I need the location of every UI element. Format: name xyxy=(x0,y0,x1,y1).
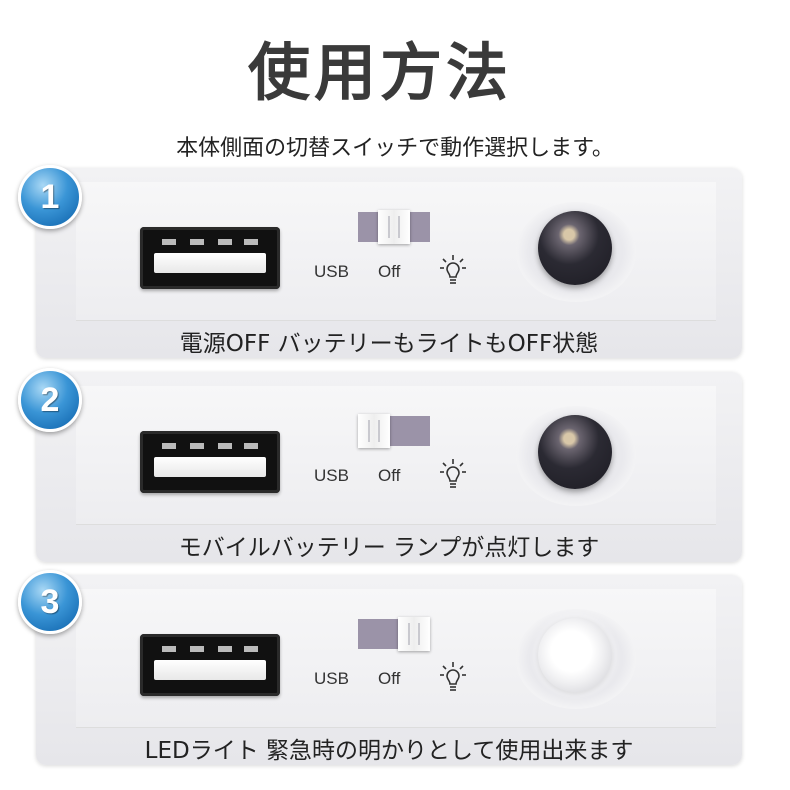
light-bulb-icon xyxy=(440,459,466,488)
switch-knob xyxy=(378,210,410,244)
off-label: Off xyxy=(378,466,401,485)
light-bulb-icon xyxy=(440,255,466,284)
device-side-view: USB Off xyxy=(76,589,716,728)
switch-knob xyxy=(398,617,430,651)
off-label: Off xyxy=(378,262,401,281)
led-lamp-off xyxy=(538,415,612,489)
step-panel-3: USB Off LEDライト 緊急時の明かりとして使用出来ます xyxy=(36,575,742,765)
mode-switch xyxy=(358,414,430,448)
switch-knob xyxy=(358,414,390,448)
led-lamp-off xyxy=(538,211,612,285)
mode-switch xyxy=(358,210,430,244)
usb-label: USB xyxy=(314,262,349,281)
step-badge-2: 2 xyxy=(18,368,82,432)
usb-port xyxy=(140,634,280,696)
step-panel-2: USB Off モバイルバッテリー ランプが点灯します xyxy=(36,372,742,562)
device-side-view: USB Off xyxy=(76,182,716,321)
step-panel-1: USB Off 電源OFF バッテリーもライトもOFF状態 xyxy=(36,168,742,358)
step-caption: 電源OFF バッテリーもライトもOFF状態 xyxy=(179,331,599,357)
mode-switch xyxy=(358,617,430,651)
usb-port xyxy=(140,227,280,289)
step-badge-3: 3 xyxy=(18,570,82,634)
step-badge-1: 1 xyxy=(18,165,82,229)
led-lamp-on xyxy=(538,618,612,692)
instruction-text: 本体側面の切替スイッチで動作選択します。 xyxy=(176,136,614,161)
off-label: Off xyxy=(378,669,401,688)
usb-label: USB xyxy=(314,669,349,688)
usb-label: USB xyxy=(314,466,349,485)
page-title: 使用方法 xyxy=(247,36,512,109)
step-caption: LEDライト 緊急時の明かりとして使用出来ます xyxy=(144,738,634,764)
step-caption: モバイルバッテリー ランプが点灯します xyxy=(178,535,600,561)
usb-port xyxy=(140,431,280,493)
device-side-view: USB Off xyxy=(76,386,716,525)
light-bulb-icon xyxy=(440,662,466,691)
